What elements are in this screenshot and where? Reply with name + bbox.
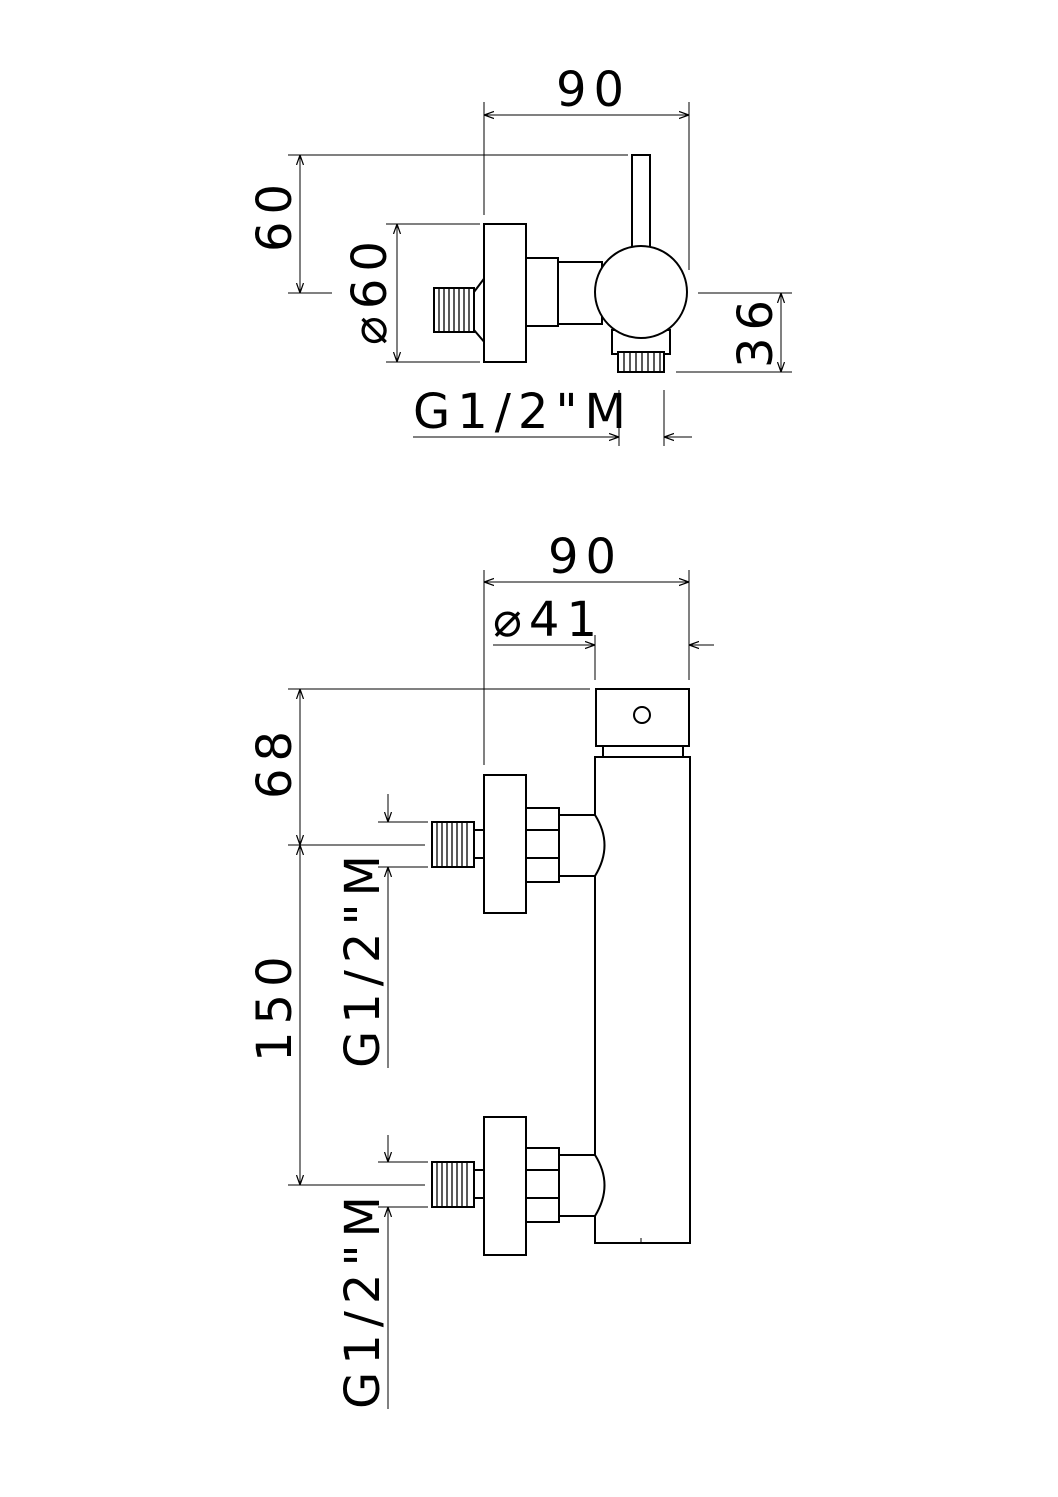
- top-thread-dimension: G1/2"M: [413, 384, 692, 446]
- top-height-dimension: 60: [247, 154, 628, 294]
- front-spacing-label: 150: [247, 949, 303, 1062]
- front-view: 90 ⌀41 68 150 G1/2"M: [247, 529, 714, 1409]
- top-diameter-label: ⌀60: [342, 234, 398, 345]
- top-thread-label: G1/2"M: [413, 384, 633, 440]
- top-outlet: [611, 329, 671, 373]
- front-top-dimension: 68: [247, 688, 590, 846]
- front-width-label: 90: [548, 529, 623, 585]
- front-diameter-label: ⌀41: [493, 592, 604, 648]
- front-lower-inlet: [431, 1116, 606, 1256]
- top-thread-connector: [433, 273, 487, 347]
- top-nut: [525, 257, 559, 327]
- top-outlet-dimension: 36: [676, 292, 792, 373]
- top-width-dimension: 90: [483, 62, 690, 270]
- front-diameter-dimension: ⌀41: [493, 592, 714, 680]
- top-width-label: 90: [556, 62, 631, 118]
- top-height-label: 60: [247, 177, 303, 252]
- front-upper-thread-dimension: G1/2"M: [335, 794, 428, 1068]
- front-width-dimension: 90: [483, 529, 690, 765]
- front-main-body: [594, 756, 691, 1244]
- top-outlet-label: 36: [728, 293, 784, 368]
- front-top-cap: [595, 688, 690, 758]
- front-lower-thread-dimension: G1/2"M: [335, 1135, 428, 1409]
- top-view: 90 60 ⌀60 36 G1/2": [247, 62, 792, 446]
- front-upper-thread-label: G1/2"M: [335, 848, 391, 1068]
- top-diameter-dimension: ⌀60: [342, 223, 480, 363]
- top-body-circle: [594, 245, 688, 339]
- front-upper-inlet: [431, 774, 606, 914]
- front-top-label: 68: [247, 724, 303, 799]
- top-wall-flange: [483, 223, 527, 363]
- front-spacing-dimension: 150: [247, 845, 425, 1186]
- top-lever: [631, 154, 651, 251]
- front-lower-thread-label: G1/2"M: [335, 1189, 391, 1409]
